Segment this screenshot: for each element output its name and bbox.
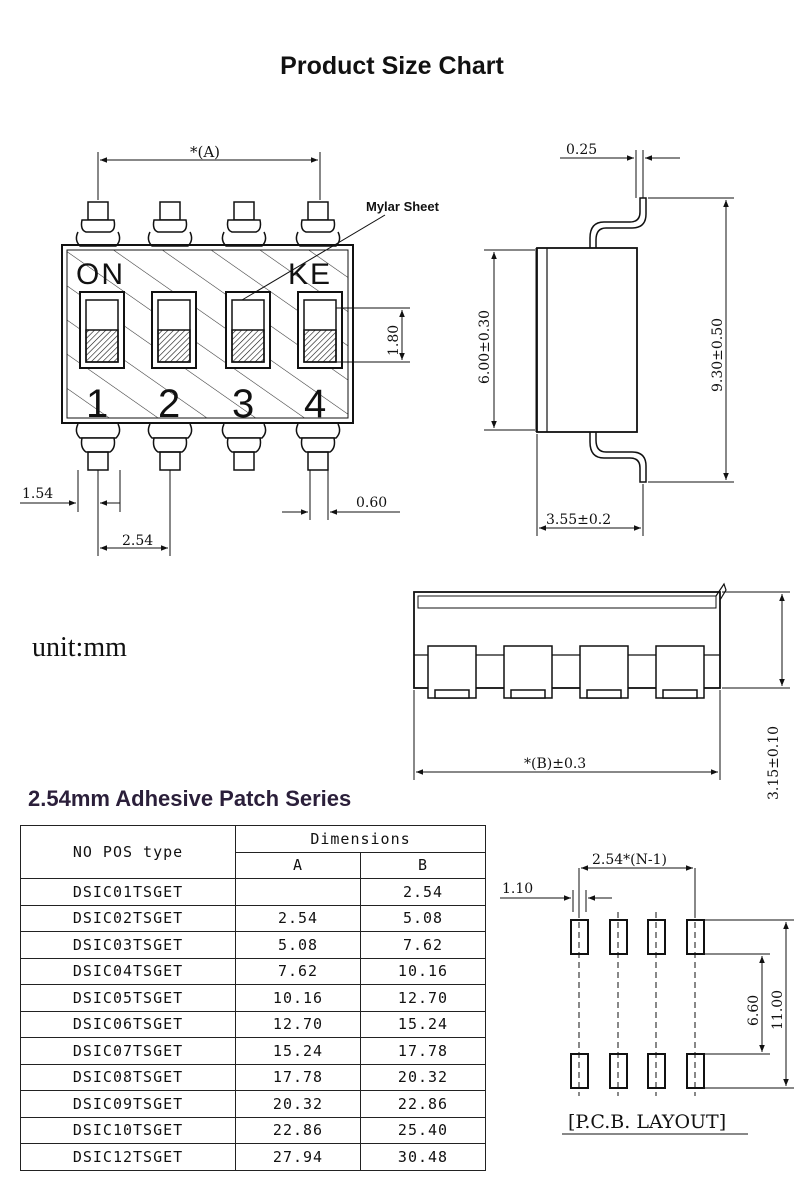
cell-type: DSIC04TSGET — [20, 957, 236, 985]
dim-pitch-label: 2.54 — [122, 533, 153, 549]
mylar-sheet-label: Mylar Sheet — [366, 199, 440, 214]
switch-number-2: 2 — [158, 382, 180, 426]
dim-inner-label: 6.60 — [746, 995, 762, 1026]
side-view — [484, 150, 734, 536]
switch-number-4: 4 — [304, 382, 326, 426]
on-label: ON — [76, 258, 125, 291]
cell-b: 30.48 — [360, 1143, 486, 1171]
switch-number-3: 3 — [232, 382, 254, 426]
cell-type: DSIC01TSGET — [20, 878, 236, 906]
cell-b: 15.24 — [360, 1010, 486, 1038]
header-a: A — [235, 851, 361, 879]
cell-b: 5.08 — [360, 904, 486, 932]
cell-a: 2.54 — [235, 904, 361, 932]
dim-thickness-label: 0.25 — [566, 142, 597, 158]
cell-type: DSIC02TSGET — [20, 904, 236, 932]
switch-windows — [79, 291, 343, 369]
cell-b: 7.62 — [360, 931, 486, 959]
cell-type: DSIC03TSGET — [20, 931, 236, 959]
header-type: NO POS type — [20, 825, 236, 879]
switch-number-1: 1 — [86, 382, 108, 426]
cell-b: 17.78 — [360, 1037, 486, 1065]
table-header-row: NO POS type Dimensions — [20, 825, 486, 879]
top-view — [20, 152, 410, 556]
dim-body-label: 6.00±0.30 — [477, 310, 493, 384]
cell-type: DSIC06TSGET — [20, 1010, 236, 1038]
cell-a: 17.78 — [235, 1063, 361, 1091]
header-b: B — [360, 851, 486, 879]
cell-type: DSIC05TSGET — [20, 984, 236, 1012]
dim-pin-offset-label: 1.54 — [22, 486, 53, 502]
cell-b: 22.86 — [360, 1090, 486, 1118]
dim-pin-width-label: 0.60 — [356, 495, 387, 511]
table-row: DSIC01TSGET 2.54 — [20, 878, 486, 906]
unit-label: unit:mm — [32, 632, 127, 663]
dim-total-label: 9.30±0.50 — [710, 318, 726, 392]
cell-a: 20.32 — [235, 1090, 361, 1118]
cell-b: 10.16 — [360, 957, 486, 985]
dim-outer-label: 11.00 — [770, 990, 786, 1030]
cell-a: 10.16 — [235, 984, 361, 1012]
cell-a: 12.70 — [235, 1010, 361, 1038]
cell-b: 12.70 — [360, 984, 486, 1012]
cell-a: 15.24 — [235, 1037, 361, 1065]
cell-type: DSIC07TSGET — [20, 1037, 236, 1065]
front-view — [413, 582, 790, 780]
cell-b: 20.32 — [360, 1063, 486, 1091]
series-heading: 2.54mm Adhesive Patch Series — [28, 786, 352, 811]
bottom-pins — [75, 423, 341, 471]
cell-a — [235, 878, 361, 906]
cell-b: 25.40 — [360, 1116, 486, 1144]
dim-b-label: *(B)±0.3 — [524, 756, 586, 772]
dim-pitch-n-label: 2.54*(N-1) — [592, 852, 667, 868]
cell-a: 7.62 — [235, 957, 361, 985]
page-title: Product Size Chart — [280, 52, 504, 80]
pcb-layout-drawing — [500, 865, 794, 1135]
cell-type: DSIC12TSGET — [20, 1143, 236, 1171]
ke-label: KE — [288, 258, 332, 291]
dim-pad-width-label: 1.10 — [502, 881, 533, 897]
pcb-layout-label: [P.C.B. LAYOUT] — [568, 1111, 726, 1133]
header-dimensions: Dimensions — [235, 825, 486, 853]
dim-a-label: *(A) — [190, 143, 220, 161]
cell-a: 22.86 — [235, 1116, 361, 1144]
cell-a: 5.08 — [235, 931, 361, 959]
cell-a: 27.94 — [235, 1143, 361, 1171]
cell-type: DSIC09TSGET — [20, 1090, 236, 1118]
cell-b: 2.54 — [360, 878, 486, 906]
cell-type: DSIC08TSGET — [20, 1063, 236, 1091]
cell-type: DSIC10TSGET — [20, 1116, 236, 1144]
dim-slider-label: 1.80 — [386, 325, 402, 356]
dim-depth-label: 3.55±0.2 — [546, 512, 611, 528]
top-pins — [75, 201, 341, 247]
dim-height-label: 3.15±0.10 — [766, 726, 782, 800]
